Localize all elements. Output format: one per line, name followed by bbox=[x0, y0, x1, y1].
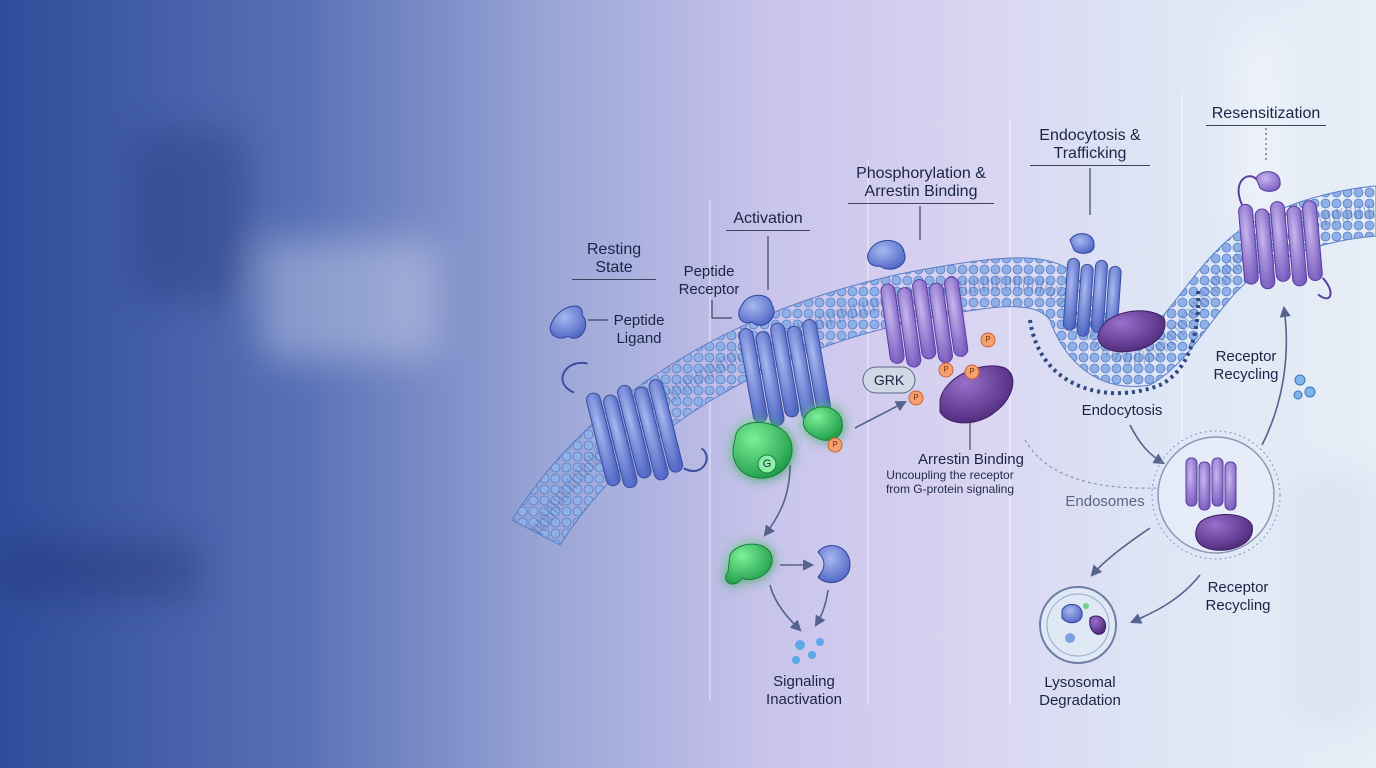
signal-arrow-3 bbox=[769, 584, 802, 632]
lysosomal-line1: Lysosomal bbox=[1044, 674, 1116, 691]
effector-active bbox=[725, 543, 773, 585]
recycling-top-line2: Recycling bbox=[1213, 366, 1279, 383]
grk-text: GRK bbox=[873, 372, 905, 388]
g-letter-badge bbox=[757, 454, 777, 474]
effector-inactive bbox=[817, 545, 851, 584]
degradation-arrow bbox=[1090, 527, 1151, 577]
arrestin-note-line2: from G-protein signaling bbox=[885, 482, 1015, 496]
peptide-ligand bbox=[549, 305, 587, 339]
bound-ligand-2 bbox=[867, 240, 906, 270]
clathrin-coat bbox=[1028, 289, 1201, 396]
stage-resting-line1: Resting bbox=[586, 241, 642, 258]
label-receptor-recycling-top: Receptor Recycling bbox=[1206, 348, 1286, 384]
signal-arrow-1 bbox=[763, 464, 791, 537]
stage-endo-line1: Endocytosis & bbox=[1039, 127, 1141, 144]
stage-activation-text: Activation bbox=[733, 210, 803, 227]
p-badge-1: P bbox=[982, 334, 994, 346]
lysosome bbox=[1039, 586, 1117, 664]
receptor-resting bbox=[561, 361, 708, 489]
g-protein bbox=[732, 406, 843, 479]
endosomes-text: Endosomes bbox=[1065, 493, 1145, 510]
recycling-arrow-top bbox=[1261, 305, 1291, 446]
signaling-line2: Inactivation bbox=[766, 691, 842, 708]
receptor-phosphorylated bbox=[880, 276, 969, 368]
g-badge-letter: G bbox=[758, 456, 776, 472]
label-signaling-inactivation: Signaling Inactivation bbox=[754, 673, 854, 709]
g-letter-text: G bbox=[762, 458, 772, 470]
p-badge-4: P bbox=[910, 392, 922, 404]
endocytosis-text: Endocytosis bbox=[1081, 402, 1163, 419]
label-lysosomal-degradation: Lysosomal Degradation bbox=[1030, 674, 1130, 710]
p-badge-3: P bbox=[940, 364, 952, 376]
p2-text: P bbox=[969, 367, 975, 376]
label-endocytosis: Endocytosis bbox=[1074, 402, 1170, 420]
grk-kinase bbox=[862, 366, 916, 394]
signaling-line1: Signaling bbox=[773, 673, 835, 690]
signal-arrow-4 bbox=[814, 589, 829, 627]
peptide-ligand-line2: Ligand bbox=[616, 330, 662, 347]
phosphate-activation bbox=[827, 437, 843, 453]
arrestin-note-line1: Uncoupling the receptor bbox=[886, 468, 1014, 482]
p1-text: P bbox=[985, 335, 991, 344]
stage-resensitization: Resensitization bbox=[1206, 105, 1326, 126]
pit-ligand bbox=[1069, 233, 1095, 254]
label-peptide-receptor: Peptide Receptor bbox=[672, 263, 746, 299]
arrestin-binding-text: Arrestin Binding bbox=[918, 451, 1024, 468]
stage-activation: Activation bbox=[726, 210, 810, 231]
lysosomal-line2: Degradation bbox=[1039, 692, 1121, 709]
label-arrestin-binding: Arrestin Binding bbox=[916, 451, 1026, 469]
recycling-top-line1: Receptor bbox=[1215, 348, 1277, 365]
label-receptor-recycling-bottom: Receptor Recycling bbox=[1198, 579, 1278, 615]
stage-endocytosis: Endocytosis & Trafficking bbox=[1030, 127, 1150, 166]
stage-phosphorylation: Phosphorylation & Arrestin Binding bbox=[848, 165, 994, 204]
grk-arrow bbox=[854, 400, 907, 429]
stage-resens-text: Resensitization bbox=[1211, 105, 1321, 122]
endosome-dashed-link bbox=[1024, 439, 1159, 489]
background-blur bbox=[0, 30, 1376, 730]
phosphate-groups bbox=[908, 332, 996, 406]
released-ligands bbox=[1293, 374, 1316, 400]
stage-phos-line2: Arrestin Binding bbox=[848, 183, 994, 204]
p-badge-2: P bbox=[966, 366, 978, 378]
receptor-leader bbox=[711, 300, 732, 319]
arrestin bbox=[939, 365, 1014, 424]
endosome bbox=[1151, 430, 1281, 560]
free-ligand-top bbox=[1255, 171, 1281, 192]
endocytosis-arrow bbox=[1129, 424, 1165, 465]
stage-dividers bbox=[709, 90, 1183, 705]
stage-endo-line2: Trafficking bbox=[1030, 145, 1150, 166]
peptide-receptor-line2: Receptor bbox=[678, 281, 740, 298]
peptide-ligand-line1: Peptide bbox=[613, 312, 665, 329]
stage-phos-line1: Phosphorylation & bbox=[856, 165, 986, 182]
label-arrestin-note: Uncoupling the receptor from G-protein s… bbox=[878, 468, 1022, 496]
label-peptide-ligand: Peptide Ligand bbox=[604, 312, 674, 348]
receptor-activated bbox=[738, 319, 832, 427]
recycling-arrow-bottom bbox=[1129, 574, 1201, 624]
degraded-fragments bbox=[792, 638, 824, 664]
p-activation-text: P bbox=[832, 440, 838, 449]
p-badge-activation: P bbox=[829, 439, 841, 451]
arrestin-pit bbox=[1097, 310, 1166, 353]
label-endosomes: Endosomes bbox=[1060, 493, 1150, 511]
receptor-resensitized bbox=[1237, 175, 1332, 300]
recycling-bottom-line2: Recycling bbox=[1205, 597, 1271, 614]
p3-text: P bbox=[943, 365, 949, 374]
peptide-receptor-line1: Peptide bbox=[683, 263, 735, 280]
recycling-bottom-line1: Receptor bbox=[1207, 579, 1269, 596]
stage-resting: Resting State bbox=[572, 241, 656, 280]
label-grk: GRK bbox=[863, 371, 915, 389]
bound-ligand bbox=[738, 294, 775, 326]
p4-text: P bbox=[913, 393, 919, 402]
stage-resting-line2: State bbox=[572, 259, 656, 280]
